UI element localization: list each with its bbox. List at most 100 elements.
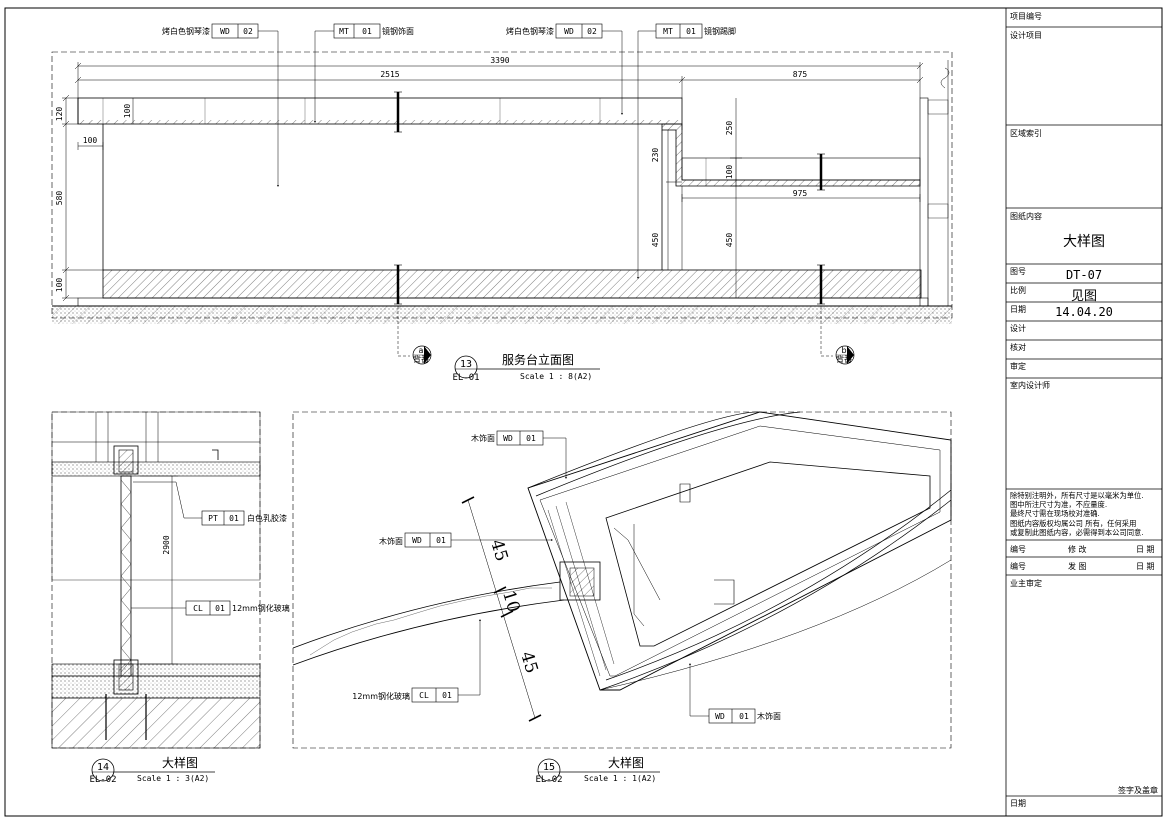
section-letter: a [419, 346, 424, 355]
section-letter: b [841, 346, 846, 355]
tb-drawing-no-label: 图号 [1010, 267, 1026, 276]
tb-rev-mod: 修 改 [1068, 545, 1087, 554]
callout-desc: 12mm钢化玻璃 [232, 603, 290, 613]
dim-45-b: 45 [516, 649, 541, 676]
section-sheet: 背番 [836, 354, 852, 364]
tb-review: 审定 [1010, 362, 1026, 371]
d14-callout-2: CL 01 12mm钢化玻璃 [131, 600, 290, 616]
callout-desc: 镜钢饰面 [382, 26, 414, 36]
tb-iss-date: 日 期 [1136, 562, 1155, 571]
d15-callout-3: 12mm钢化玻璃 CL 01 [352, 619, 481, 703]
callout-desc: 烤白色钢琴漆 [506, 26, 554, 36]
dim-v450b: 450 [725, 233, 734, 248]
dim-lower-right: 975 [793, 189, 808, 198]
callout-code: CL [419, 691, 429, 700]
title-number: 14 [97, 762, 109, 773]
callout-desc: 木饰面 [379, 536, 403, 546]
callout-code: WD [220, 27, 230, 36]
callout-desc: 烤白色钢琴漆 [162, 26, 210, 36]
dim-45-a: 45 [486, 537, 511, 564]
section-mark-b: b 背番 [820, 306, 855, 365]
dim-v450a: 450 [651, 233, 660, 248]
tb-date-bottom: 日期 [1010, 799, 1026, 808]
callout-desc: 木饰面 [471, 433, 495, 443]
callout-desc: 12mm钢化玻璃 [352, 691, 410, 701]
dim-v580: 580 [55, 191, 64, 206]
callout-code: MT [663, 27, 673, 36]
d15-callout-1: 木饰面 WD 01 [471, 430, 567, 479]
sheet-border [4, 7, 1163, 817]
dim-total: 3390 [490, 56, 509, 65]
tb-scale-value: 见图 [1070, 289, 1097, 304]
callout-num: 02 [587, 27, 597, 36]
tb-interior: 室内设计师 [1010, 381, 1050, 390]
callout-code: WD [503, 434, 513, 443]
title-name: 大样图 [608, 755, 644, 770]
tb-notes: 除特别注明外，所有尺寸是以毫米为单位. 图中所注尺寸为准，不应量度. 最终尺寸需… [1010, 491, 1162, 537]
tb-note: 图中所注尺寸为准，不应量度. [1010, 500, 1108, 510]
callout-num: 01 [739, 712, 749, 721]
tb-scale-label: 比例 [1010, 286, 1026, 295]
callout-num: 01 [436, 536, 446, 545]
elevation-title: 13 EL-01 服务台立面图 Scale 1 : 8(A2) [452, 352, 600, 383]
detail-15-view: 45 10 45 木饰面 WD 01 木饰面 WD 01 12mm钢化玻璃 CL… [292, 411, 952, 785]
elev-callout-3: 烤白色钢琴漆 WD 02 [506, 23, 623, 115]
callout-num: 01 [686, 27, 696, 36]
title-number: 15 [543, 762, 555, 773]
tb-design: 设计 [1010, 324, 1026, 333]
title-block-frame [1005, 8, 1162, 816]
d15-callout-2: 木饰面 WD 01 [379, 532, 553, 548]
dim-v100c: 100 [725, 165, 734, 180]
elev-callout-4: MT 01 镜钢踢脚 [637, 23, 736, 279]
dim-h100: 100 [83, 136, 98, 145]
section-mark-a: a 背番 [397, 306, 432, 365]
tb-note: 最终尺寸需在现场校对准确. [1010, 509, 1100, 519]
tb-date-value: 14.04.20 [1055, 305, 1113, 319]
dim-v230: 230 [651, 148, 660, 163]
tb-drawing-no: DT-07 [1065, 268, 1103, 282]
callout-code: WD [715, 712, 725, 721]
tb-project: 设计项目 [1010, 31, 1042, 40]
detail-14-view: 2900 PT 01 白色乳胶漆 CL 01 12mm钢化玻璃 14 EL-02… [51, 411, 290, 785]
tb-check: 核对 [1010, 343, 1026, 352]
title-scale: Scale 1 : 1(A2) [584, 774, 656, 783]
callout-num: 02 [243, 27, 253, 36]
dim-v100b: 100 [55, 278, 64, 293]
elevation-view: 3390 2515 875 975 120 100 580 100 100 23… [51, 23, 953, 383]
tb-project-no: 项目编号 [1010, 12, 1042, 21]
title-sheet: EL-01 [452, 373, 479, 383]
tb-content-value: 大样图 [1063, 234, 1105, 250]
tb-area: 区域索引 [1010, 129, 1042, 138]
dim-2900: 2900 [162, 535, 171, 554]
title-scale: Scale 1 : 8(A2) [520, 372, 592, 381]
title-scale: Scale 1 : 3(A2) [137, 774, 209, 783]
elev-callout-2: MT 01 镜钢饰面 [314, 23, 414, 123]
dim-left: 2515 [380, 70, 399, 79]
tb-note: 或复制此图纸内容，必需得到本公司同意. [1010, 527, 1144, 537]
title-sheet: EL-02 [89, 775, 116, 785]
tb-iss-no: 编号 [1010, 562, 1026, 571]
tb-rev-no: 编号 [1010, 545, 1026, 554]
title-name: 服务台立面图 [502, 352, 574, 367]
tb-iss-mod: 发 图 [1068, 562, 1087, 571]
title-number: 13 [460, 359, 472, 370]
title-block: 项目编号 设计项目 区域索引 图纸内容 大样图 图号 DT-07 比例 见图 日… [1006, 8, 1162, 816]
tb-owner: 业主审定 [1010, 579, 1042, 588]
dim-right: 875 [793, 70, 808, 79]
callout-code: MT [339, 27, 349, 36]
callout-code: PT [208, 514, 218, 523]
dim-v250: 250 [725, 121, 734, 136]
dim-v120: 120 [55, 107, 64, 122]
callout-code: CL [193, 604, 203, 613]
plinth [102, 269, 922, 299]
callout-desc: 木饰面 [757, 711, 781, 721]
detail-15-title: 15 EL-02 大样图 Scale 1 : 1(A2) [535, 755, 660, 785]
callout-num: 01 [526, 434, 536, 443]
callout-code: WD [412, 536, 422, 545]
callout-num: 01 [229, 514, 239, 523]
section-sheet: 背番 [413, 354, 429, 364]
d15-callout-4: WD 01 木饰面 [689, 663, 781, 724]
elev-callout-1: 烤白色钢琴漆 WD 02 [162, 23, 279, 187]
tb-sign: 签字及盖章 [1118, 786, 1158, 795]
